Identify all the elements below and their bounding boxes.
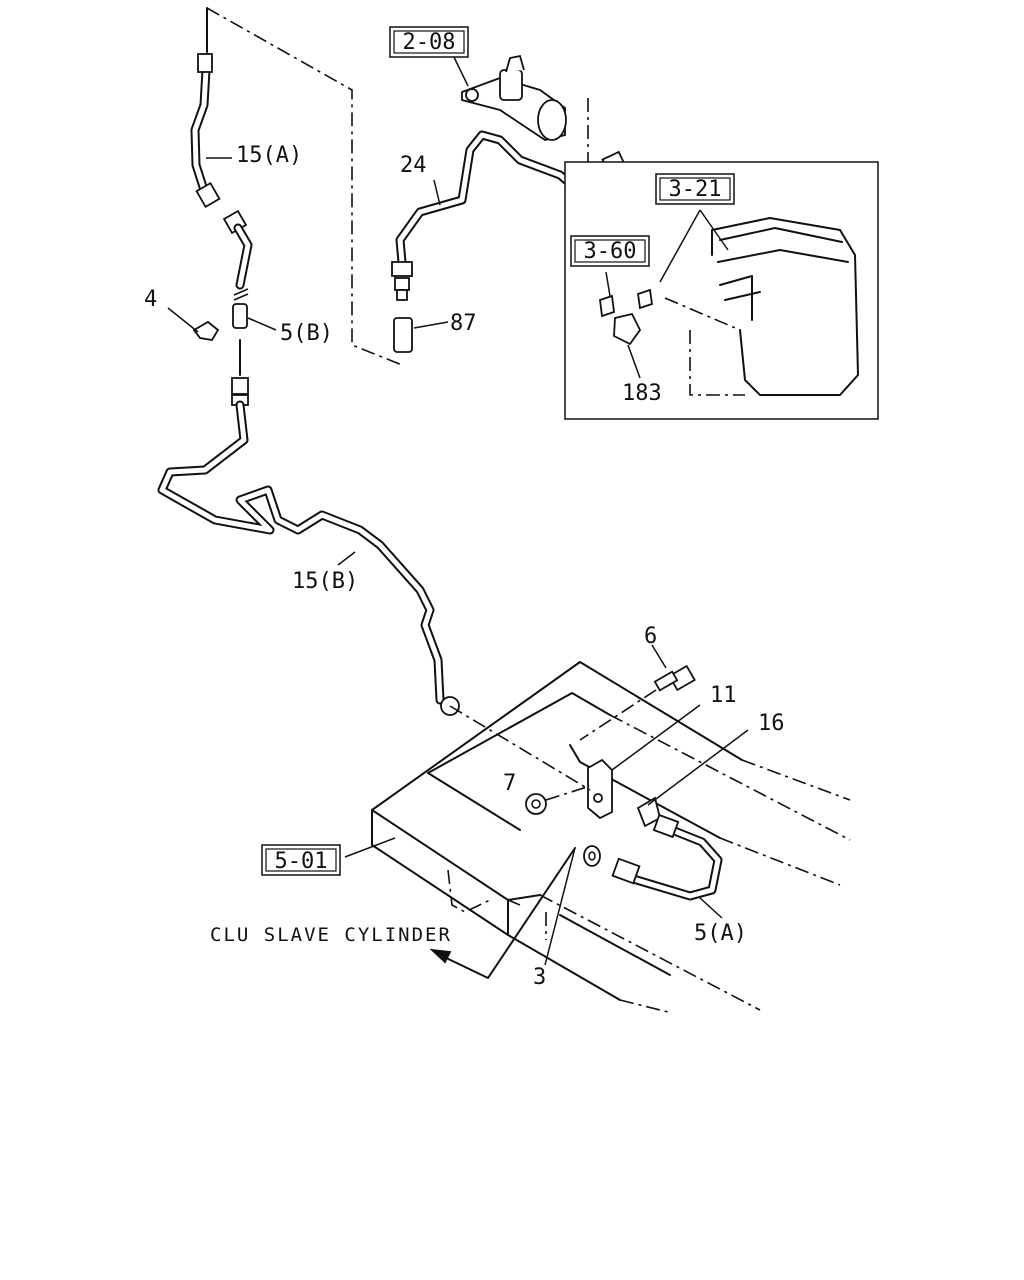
ref-box-3-21: 3-21 <box>655 173 735 205</box>
nut-7 <box>525 785 591 815</box>
ref-3-21-text: 3-21 <box>669 177 722 202</box>
ref-box-5-01: 5-01 <box>261 844 341 876</box>
label-5a: 5(A) <box>694 921 747 946</box>
label-clu-slave-cylinder: CLU SLAVE CYLINDER <box>210 924 452 946</box>
label-183: 183 <box>622 381 662 406</box>
ref-5-01-text: 5-01 <box>275 849 328 874</box>
label-11: 11 <box>710 683 737 708</box>
frame-assembly <box>344 661 851 1013</box>
label-5b: 5(B) <box>280 321 333 346</box>
label-7: 7 <box>503 771 516 796</box>
label-87: 87 <box>450 311 477 336</box>
ref-2-08-text: 2-08 <box>403 30 456 55</box>
inset-reservoir <box>564 161 879 420</box>
dashed-leader-15a <box>206 7 403 366</box>
label-15b: 15(B) <box>292 569 358 594</box>
clip-4 <box>167 307 220 341</box>
label-16: 16 <box>758 711 785 736</box>
washer-3 <box>429 845 601 979</box>
master-cylinder <box>451 52 589 170</box>
pipe-15b <box>157 377 460 716</box>
ref-3-60-text: 3-60 <box>584 239 637 264</box>
label-24: 24 <box>400 153 427 178</box>
label-6: 6 <box>644 624 657 649</box>
pipe-15a <box>190 53 253 376</box>
ref-box-2-08: 2-08 <box>389 26 469 58</box>
label-15a: 15(A) <box>236 143 302 168</box>
label-4: 4 <box>144 287 157 312</box>
hose-5a <box>611 813 723 919</box>
fitting-87 <box>393 317 449 353</box>
bracket-11 <box>449 704 701 820</box>
label-3: 3 <box>533 965 546 990</box>
bolt-6 <box>579 644 696 741</box>
ref-box-3-60: 3-60 <box>570 235 650 267</box>
